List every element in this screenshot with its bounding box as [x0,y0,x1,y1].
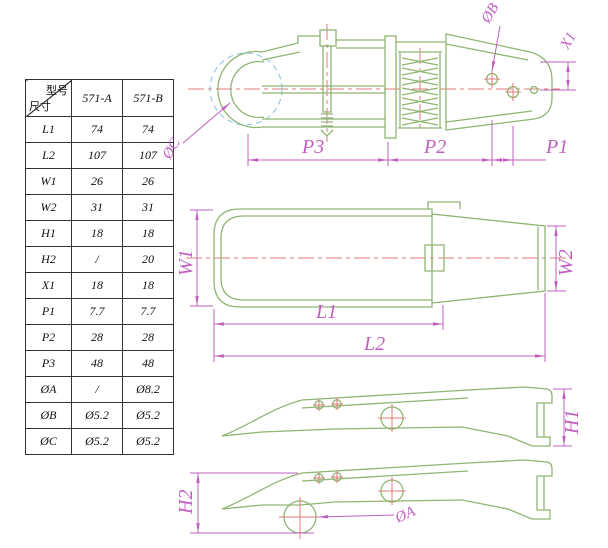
dim-label-h1: H1 [561,410,583,435]
dim-label-p3: P3 [301,136,324,158]
value-571b: 74 [122,116,174,143]
value-571a: Ø5.2 [71,428,123,455]
view-plan: L1 L2 W1 W2 [175,201,577,362]
param-name: L1 [25,116,72,143]
table-row: ØA/Ø8.2 [25,376,174,403]
part-outline [221,459,553,534]
dim-label-p1: P1 [545,136,568,158]
param-name: ØC [25,428,72,455]
view-side-h2: H2 ØA [175,459,553,539]
view-side-h1: H1 [221,386,583,447]
dim-label-dia-a: ØA [392,503,419,527]
value-571b: 26 [122,168,174,195]
part-outline [221,386,553,447]
leader-dia-c [182,102,231,144]
leader-dia-a [317,514,395,519]
value-571a: 7.7 [71,298,123,325]
screw-threads [320,113,334,137]
hole-crosses [484,70,521,101]
dim-label-l2: L2 [363,333,385,355]
dim-label-h2: H2 [175,490,197,515]
top-tab [427,201,461,209]
table-header-row: 型号 尺寸 571-A 571-B [25,79,174,117]
hole-crosses [313,398,406,432]
value-571b: 7.7 [122,298,174,325]
corner-label-model: 型号 [46,85,68,97]
corner-label-size: 尺寸 [29,101,51,113]
dim-label-w2: W2 [555,249,577,276]
param-name: ØA [25,376,72,403]
centerlines [188,24,560,142]
screw-head [319,29,337,47]
latch-plate [384,35,397,139]
dimension-labels: P3 P2 P1 ØC ØB X1 [159,1,580,163]
value-571b: Ø8.2 [122,376,174,403]
param-name: P2 [25,324,72,351]
hidden-circle [209,52,283,126]
value-571b: 28 [122,324,174,351]
value-571b: Ø5.2 [122,428,174,455]
part-outline [217,29,553,139]
value-571b: 48 [122,350,174,377]
dim-label-x1: X1 [557,30,580,53]
screw-shaft [322,45,332,113]
dim-label-dia-c: ØC [159,135,184,163]
catch-detail [424,244,445,272]
dimension-labels: L1 L2 W1 W2 [175,249,577,355]
dim-label-l1: L1 [315,301,337,323]
view-side-section: P3 P2 P1 ØC ØB X1 [159,1,580,166]
param-name: L2 [25,142,72,169]
value-571b: 31 [122,194,174,221]
dimension-lines [190,209,566,362]
value-571b: 18 [122,220,174,247]
param-name: X1 [25,272,72,299]
dim-label-dia-b: ØB [478,1,502,27]
dim-label-p2: P2 [423,136,446,158]
dimension-lines [182,25,576,166]
table-corner-cell: 型号 尺寸 [25,79,72,117]
part-outline [213,201,546,308]
leader-dia-b [491,25,501,72]
hole-crosses [279,471,406,539]
small-hole [529,85,539,95]
param-name: W2 [25,194,72,221]
value-571b: 20 [122,246,174,273]
value-571b: Ø5.2 [122,402,174,429]
dim-label-w1: W1 [175,249,197,276]
value-571a: 18 [71,220,123,247]
param-name: ØB [25,402,72,429]
spring [401,57,439,126]
value-571a: 18 [71,272,123,299]
dimension-lines [553,388,572,447]
dimension-lines [190,472,395,534]
value-571a: 28 [71,324,123,351]
